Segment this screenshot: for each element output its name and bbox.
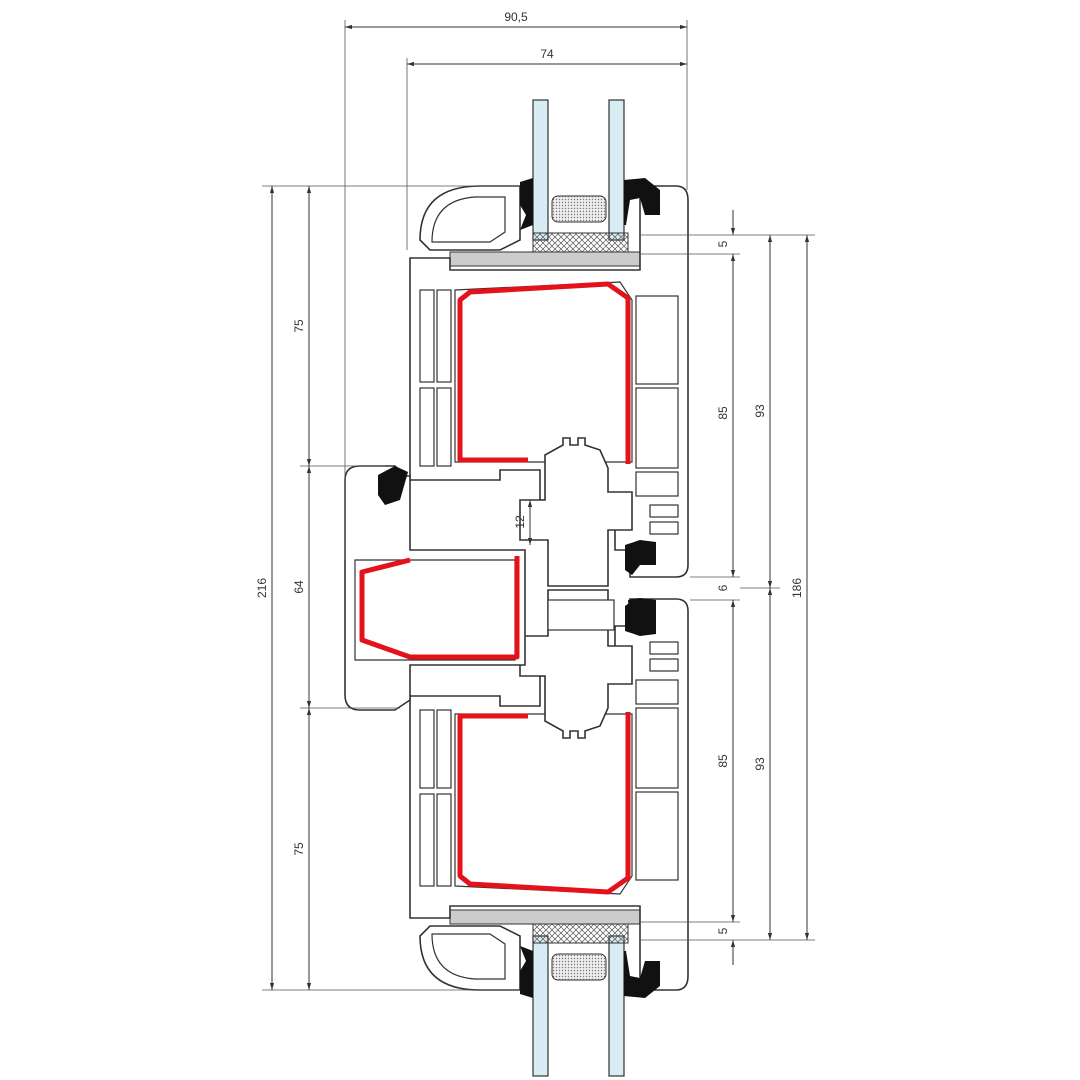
- dim-right-bottom-gap: 5: [716, 927, 730, 934]
- dimension-labels: 90,5 74 216 75 64 75 5 85 93 6 85 93 5 1…: [255, 10, 804, 934]
- mullion-profile: [344, 465, 656, 711]
- dim-left-bottom: 75: [292, 842, 306, 856]
- dim-left-top: 75: [292, 319, 306, 333]
- upper-sash-profile: [410, 100, 688, 586]
- dim-right-top-sash: 85: [716, 406, 730, 420]
- reinforcement-steel: [359, 556, 520, 660]
- dim-left-middle: 64: [292, 580, 306, 594]
- dim-right-gap: 6: [716, 584, 730, 591]
- dim-left-total: 216: [255, 578, 269, 598]
- dim-overall-depth: 90,5: [504, 10, 528, 24]
- dim-right-bottom-sash: 85: [716, 754, 730, 768]
- dim-right-top-gap: 5: [716, 240, 730, 247]
- dim-sash-depth: 74: [540, 47, 554, 61]
- dim-right-bottom-overall: 93: [753, 757, 767, 771]
- dim-mullion-gap: 12: [513, 515, 527, 529]
- dim-right-top-overall: 93: [753, 404, 767, 418]
- dimension-lines: [269, 24, 810, 990]
- dim-right-total: 186: [790, 578, 804, 598]
